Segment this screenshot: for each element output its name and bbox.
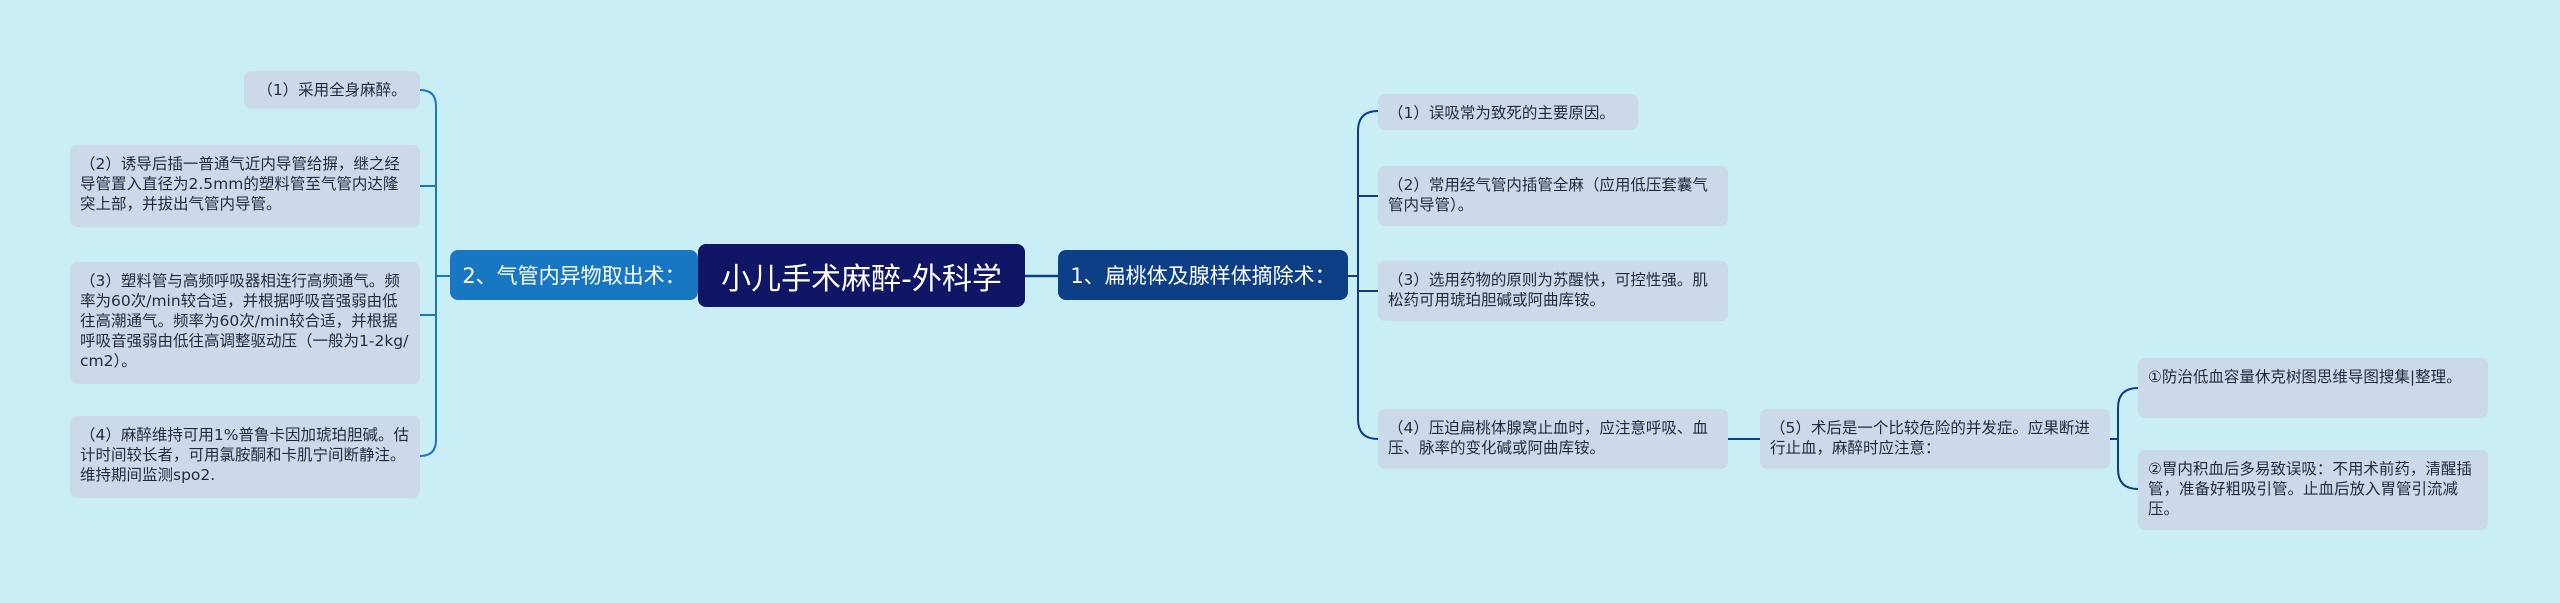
sub-leaf-1[interactable]: ①防治低血容量休克树图思维导图搜集|整理。 (2138, 358, 2488, 418)
left-leaf-4[interactable]: （4）麻醉维持可用1%普鲁卡因加琥珀胆碱。估计时间较长者，可用氯胺酮和卡肌宁间断… (70, 416, 420, 498)
sub-branch-postoperative-bleeding[interactable]: （5）术后是一个比较危险的并发症。应果断进行止血，麻醉时应注意： (1760, 409, 2110, 469)
sub-branch-connectors (2110, 387, 2139, 490)
right-branch-connectors (1348, 110, 1760, 440)
left-leaf-2[interactable]: （2）诱导后插一普通气近内导管给摒，继之经导管置入直径为2.5mm的塑料管至气管… (70, 145, 420, 227)
left-branch-connectors (419, 89, 450, 457)
branch-foreign-body-removal[interactable]: 2、气管内异物取出术： (450, 250, 698, 300)
right-leaf-3[interactable]: （3）选用药物的原则为苏醒快，可控性强。肌松药可用琥珀胆碱或阿曲库铵。 (1378, 261, 1728, 321)
right-leaf-2[interactable]: （2）常用经气管内插管全麻（应用低压套囊气管内导管）。 (1378, 166, 1728, 226)
right-leaf-4[interactable]: （4）压迫扁桃体腺窝止血时，应注意呼吸、血压、脉率的变化碱或阿曲库铵。 (1378, 409, 1728, 469)
sub-leaf-2[interactable]: ②胃内积血后多易致误吸：不用术前药，清醒插管，准备好粗吸引管。止血后放入胃管引流… (2138, 450, 2488, 530)
root-topic[interactable]: 小儿手术麻醉-外科学 (698, 244, 1025, 307)
left-leaf-1[interactable]: （1）采用全身麻醉。 (244, 71, 420, 109)
branch-tonsillectomy[interactable]: 1、扁桃体及腺样体摘除术： (1058, 250, 1348, 300)
left-leaf-3[interactable]: （3）塑料管与高频呼吸器相连行高频通气。频率为60次/min较合适，并根据呼吸音… (70, 262, 420, 384)
right-leaf-1[interactable]: （1）误吸常为致死的主要原因。 (1378, 94, 1638, 130)
